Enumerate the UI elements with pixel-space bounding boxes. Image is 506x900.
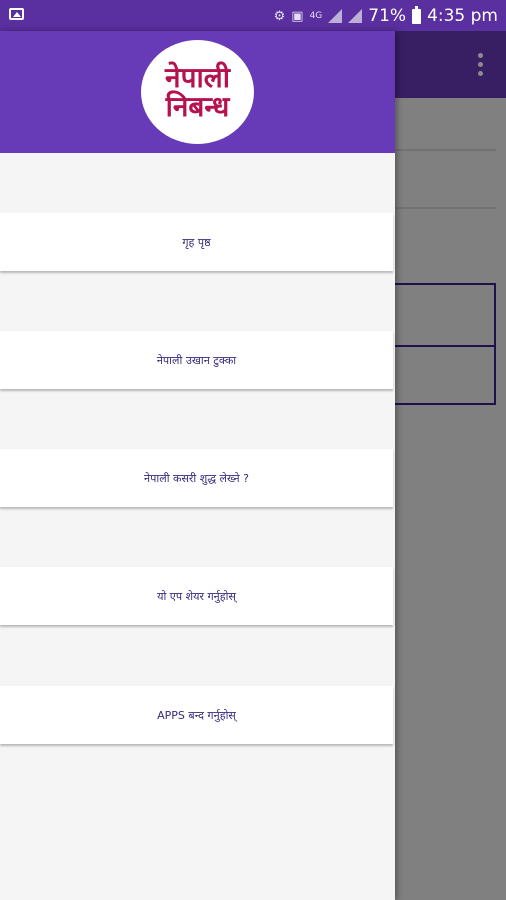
drawer-item-home[interactable]: गृह पृष्ठ (0, 213, 393, 271)
drawer-item-close-apps[interactable]: APPS बन्द गर्नुहोस् (0, 686, 393, 744)
drawer-item-share-app[interactable]: यो एप शेयर गर्नुहोस् (0, 567, 393, 625)
signal-icon (328, 9, 343, 23)
status-icons: ⚙ ▣ 4G 71% 4:35 pm (274, 4, 498, 28)
drawer-header: नेपाली निबन्ध (0, 31, 395, 153)
app-logo: नेपाली निबन्ध (141, 40, 254, 144)
gallery-notification-icon (9, 8, 24, 20)
logo-line-1: नेपाली (165, 60, 230, 94)
drawer-item-proverbs[interactable]: नेपाली उखान टुक्का (0, 331, 393, 389)
drawer-item-label: नेपाली कसरी शुद्ध लेख्ने ? (144, 471, 249, 485)
drawer-item-label: APPS बन्द गर्नुहोस् (157, 708, 236, 722)
logo-line-2: निबन्ध (165, 90, 230, 123)
overflow-menu-icon[interactable] (478, 53, 484, 77)
signal-icon-2 (348, 9, 363, 23)
network-type-label: 4G (309, 11, 323, 21)
clock: 4:35 pm (427, 6, 498, 26)
navigation-drawer: नेपाली निबन्ध गृह पृष्ठ नेपाली उखान टुक्… (0, 31, 395, 900)
drawer-item-label: नेपाली उखान टुक्का (156, 353, 237, 367)
drawer-item-label: यो एप शेयर गर्नुहोस् (157, 589, 236, 603)
drawer-item-label: गृह पृष्ठ (182, 235, 211, 249)
sync-icon: ⚙ (273, 8, 286, 24)
status-bar: ⚙ ▣ 4G 71% 4:35 pm (0, 0, 506, 31)
drawer-item-correct-writing[interactable]: नेपाली कसरी शुद्ध लेख्ने ? (0, 449, 393, 507)
battery-icon (412, 5, 422, 24)
battery-percent: 71% (368, 6, 407, 26)
message-icon: ▣ (291, 8, 304, 24)
